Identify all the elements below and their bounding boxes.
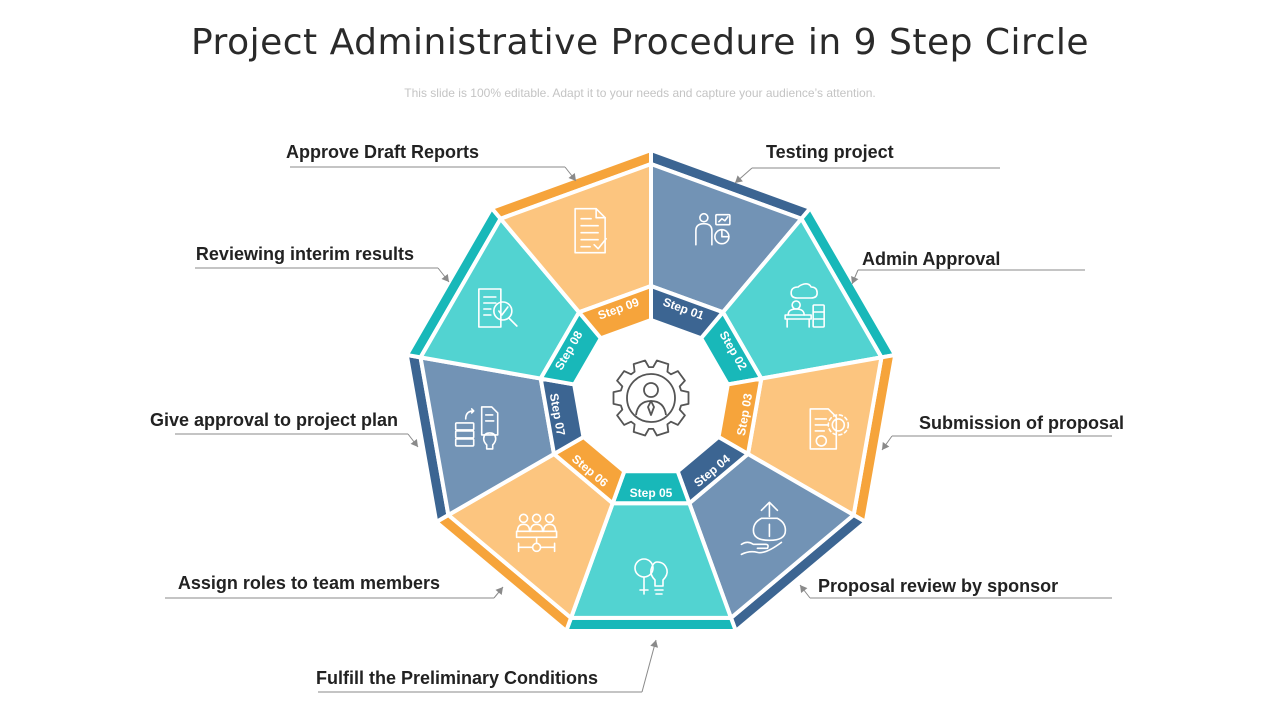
step-sector: Step 03 [716, 352, 898, 524]
page-title: Project Administrative Procedure in 9 St… [190, 22, 1090, 63]
step-label: Admin Approval [862, 249, 1000, 269]
arrowhead-icon [851, 276, 859, 284]
step-sector: Step 09 [489, 148, 653, 341]
step-label-group: Admin Approval [851, 249, 1085, 285]
arrowhead-icon [800, 585, 808, 593]
step-label: Submission of proposal [919, 413, 1124, 433]
report-document-icon [574, 207, 607, 254]
step-label-group: Approve Draft Reports [286, 142, 577, 182]
arrowhead-icon [882, 442, 890, 450]
step-label-group: Fulfill the Preliminary Conditions [316, 639, 658, 693]
step-label: Fulfill the Preliminary Conditions [316, 668, 598, 688]
magnifier-bulb-icon [634, 558, 668, 595]
step-label-group: Assign roles to team members [165, 573, 504, 599]
arrowhead-icon [735, 175, 743, 183]
page-subtitle: This slide is 100% editable. Adapt it to… [404, 86, 876, 100]
step-number-label: Step 05 [630, 486, 673, 500]
arrowhead-icon [441, 274, 449, 282]
step-label: Reviewing interim results [196, 244, 414, 264]
step-label: Approve Draft Reports [286, 142, 479, 162]
team-network-icon [515, 513, 558, 553]
admin-desk-icon [784, 283, 825, 328]
step-sector: Step 06 [434, 435, 627, 634]
step-label: Testing project [766, 142, 894, 162]
gear-person-icon [612, 359, 690, 437]
document-check-icon [478, 288, 518, 328]
arrowhead-icon [650, 640, 658, 648]
step-label-group: Reviewing interim results [195, 244, 450, 283]
arrowhead-icon [410, 439, 418, 447]
money-hand-icon [740, 501, 787, 556]
step-label: Give approval to project plan [150, 410, 398, 430]
step-tile [577, 284, 653, 341]
document-gear-icon [809, 408, 850, 450]
step-label-group: Submission of proposal [881, 413, 1124, 451]
step-label-group: Give approval to project plan [150, 410, 419, 448]
step-label: Assign roles to team members [178, 573, 440, 593]
step-sector: Step 05 [564, 469, 738, 634]
leader-pointer [641, 639, 657, 693]
step-label-group: Testing project [734, 142, 1000, 184]
analytics-person-icon [695, 212, 731, 246]
step-sector: Step 07 [404, 352, 586, 524]
server-bulb-icon [454, 406, 499, 450]
arrowhead-icon [568, 173, 576, 181]
step-label: Proposal review by sponsor [818, 576, 1058, 596]
arrowhead-icon [495, 587, 503, 595]
step-label-group: Proposal review by sponsor [799, 576, 1112, 599]
